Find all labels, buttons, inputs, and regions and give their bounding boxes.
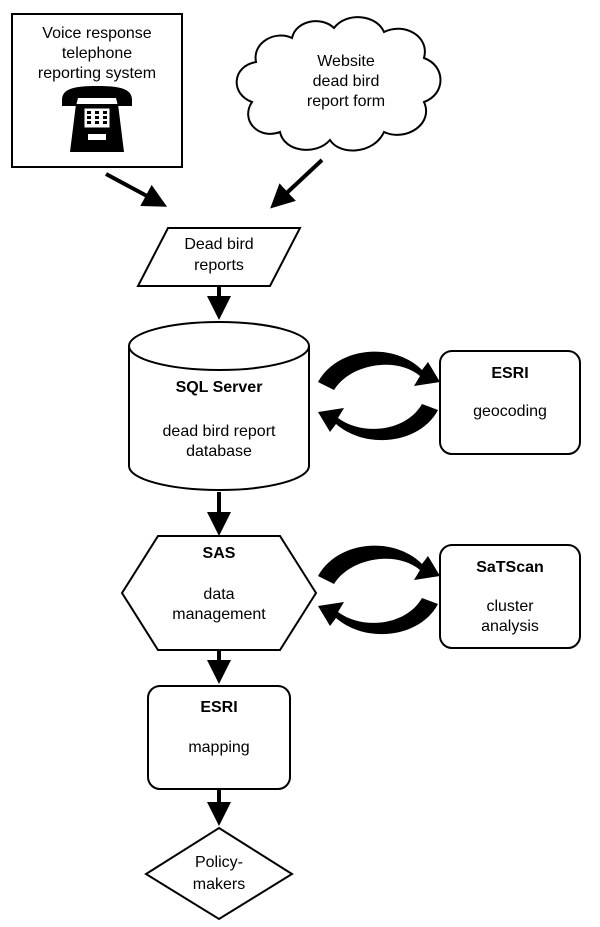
dead-bird-reports-node: Dead bird reports bbox=[136, 227, 302, 287]
sas-line2: management bbox=[172, 606, 266, 623]
database-line1: dead bird report bbox=[163, 423, 277, 440]
arrow-website-to-reports bbox=[270, 158, 324, 209]
website-cloud-node: Website dead bird report form bbox=[235, 16, 442, 152]
cycle-arrows-geocoding bbox=[318, 351, 440, 441]
database-line2: database bbox=[186, 443, 252, 460]
reports-line1: Dead bird bbox=[184, 236, 253, 253]
satscan-title: SaTScan bbox=[476, 559, 544, 576]
mapping-title: ESRI bbox=[200, 699, 237, 716]
sas-data-management-node: SAS data management bbox=[120, 535, 318, 651]
arrow-voice-to-reports bbox=[105, 172, 168, 207]
mapping-line1: mapping bbox=[188, 739, 249, 756]
sql-server-database-node: SQL Server dead bird report database bbox=[128, 321, 310, 491]
website-line2: dead bird bbox=[313, 73, 380, 90]
telephone-icon bbox=[62, 86, 132, 152]
geocoding-title: ESRI bbox=[491, 365, 528, 382]
esri-mapping-node: ESRI mapping bbox=[147, 685, 291, 790]
satscan-line1: cluster bbox=[486, 598, 534, 615]
satscan-cluster-analysis-node: SaTScan cluster analysis bbox=[439, 544, 581, 649]
policy-line2: makers bbox=[193, 876, 245, 893]
voice-response-node: Voice response telephone reporting syste… bbox=[11, 13, 183, 168]
reports-line2: reports bbox=[194, 257, 244, 274]
voice-response-line1: Voice response bbox=[42, 25, 152, 42]
cycle-arrows-satscan bbox=[318, 545, 440, 635]
voice-response-line3: reporting system bbox=[38, 65, 156, 82]
satscan-line2: analysis bbox=[481, 618, 539, 635]
website-line1: Website bbox=[317, 53, 375, 70]
voice-response-line2: telephone bbox=[62, 45, 132, 62]
geocoding-line1: geocoding bbox=[473, 403, 547, 420]
policy-makers-node: Policy- makers bbox=[144, 826, 294, 921]
sas-line1: data bbox=[203, 586, 234, 603]
website-line3: report form bbox=[307, 93, 385, 110]
sas-title: SAS bbox=[203, 545, 236, 562]
policy-line1: Policy- bbox=[195, 854, 243, 871]
database-title: SQL Server bbox=[176, 379, 263, 396]
esri-geocoding-node: ESRI geocoding bbox=[439, 350, 581, 455]
